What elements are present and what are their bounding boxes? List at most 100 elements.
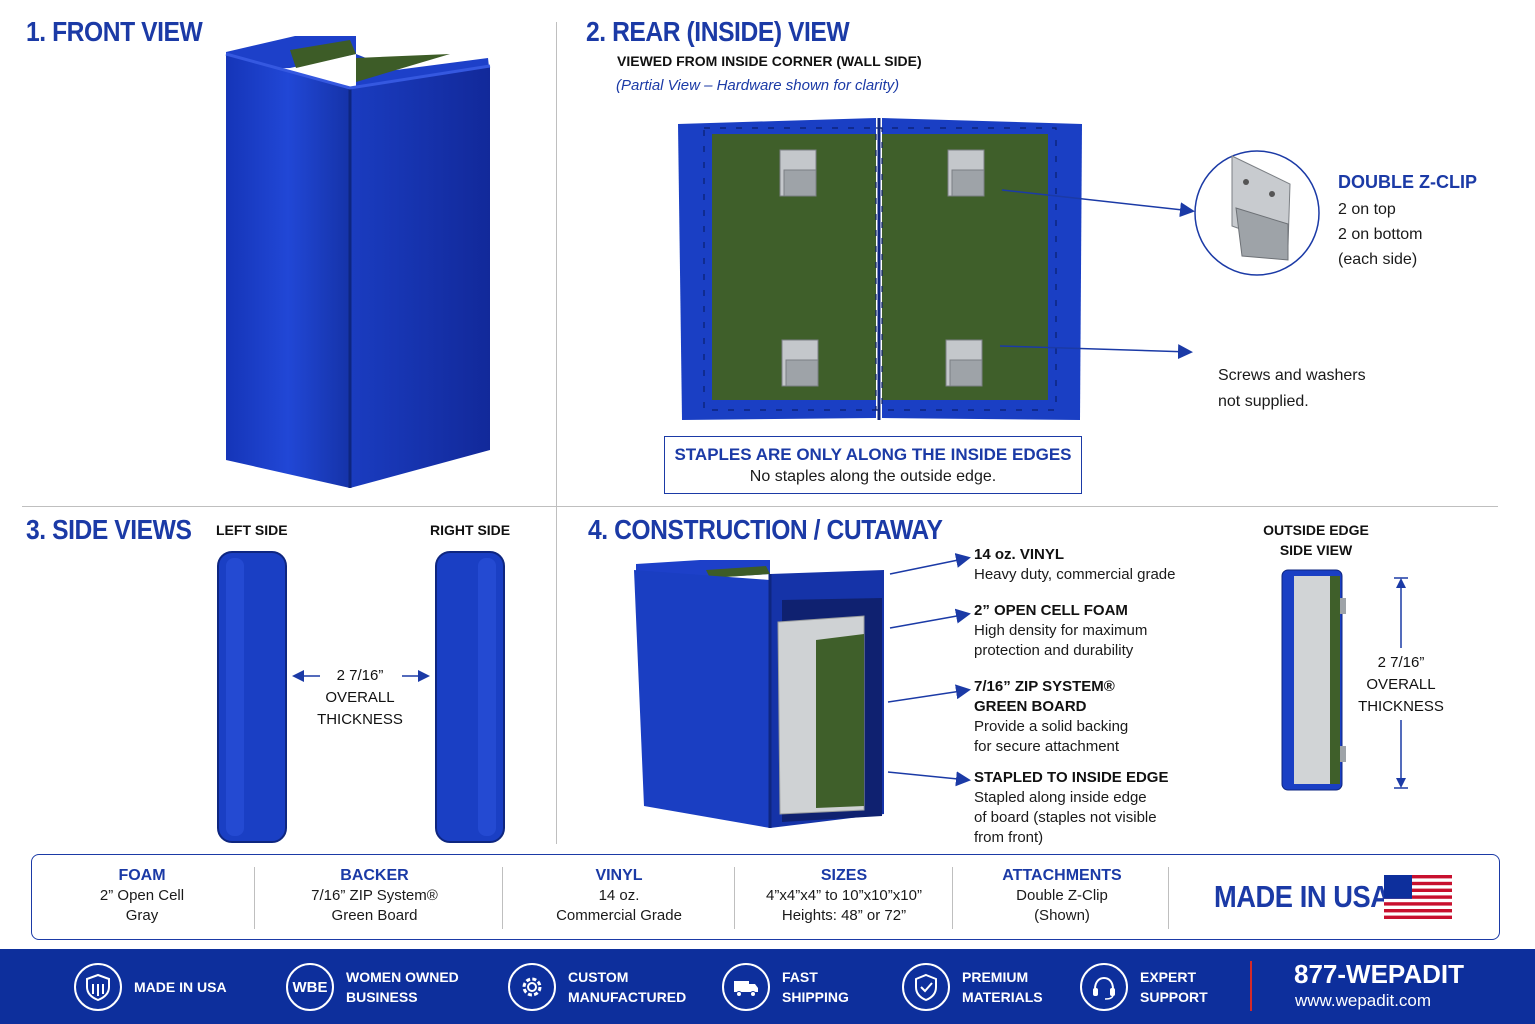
spec-backer-head: BACKER (340, 867, 409, 884)
footer-item-label: SUPPORT (1140, 989, 1208, 1005)
vinyl-body: Heavy duty, commercial grade (974, 566, 1176, 583)
footer-item-label: WOMEN OWNED (346, 969, 459, 985)
construction-vinyl: 14 oz. VINYL Heavy duty, commercial grad… (974, 545, 1175, 585)
edge-thickness-arrow (1394, 577, 1408, 789)
construction-staples: STAPLED TO INSIDE EDGE Stapled along ins… (974, 768, 1168, 848)
footer-phone[interactable]: 877-WEPADIT (1294, 959, 1464, 989)
footer-item-women-owned: WBE WOMEN OWNED BUSINESS (286, 961, 459, 1013)
rear-view-subtitle: VIEWED FROM INSIDE CORNER (WALL SIDE) (617, 53, 922, 69)
rear-view-title: 2. REAR (INSIDE) VIEW (586, 16, 850, 47)
spec-backer: BACKER 7/16” ZIP System® Green Board (282, 865, 467, 926)
footer-item-label: BUSINESS (346, 989, 418, 1005)
specs-box: FOAM 2” Open Cell Gray BACKER 7/16” ZIP … (31, 854, 1500, 940)
staples-head: STAPLED TO INSIDE EDGE (974, 769, 1169, 786)
edge-side-view-image (1281, 569, 1346, 791)
spec-sizes-line2: Heights: 48” or 72” (781, 907, 907, 924)
staples-body2: of board (staples not visible (974, 809, 1157, 826)
spec-sizes-head: SIZES (820, 867, 868, 884)
screws-note-line1: Screws and washers (1218, 367, 1366, 384)
horizontal-divider (22, 506, 1498, 507)
side-dim-value: 2 7/16” (336, 667, 384, 684)
left-side-label: LEFT SIDE (216, 522, 288, 538)
truck-icon (722, 963, 770, 1011)
z-clip-line3: (each side) (1338, 251, 1418, 268)
z-clip-line1: 2 on top (1338, 201, 1396, 218)
foam-body1: High density for maximum (974, 622, 1148, 639)
spec-sizes: SIZES 4”x4”x4” to 10”x10”x10” Heights: 4… (744, 865, 944, 926)
rear-view-panel-image (678, 118, 1082, 420)
footer-website-link[interactable]: www.wepadit.com (1295, 991, 1432, 1010)
footer-item-label: CUSTOM (568, 969, 629, 985)
spec-separator (1168, 867, 1169, 929)
footer-item-label: MADE IN USA (134, 979, 227, 995)
staples-note-body: No staples along the outside edge. (749, 468, 997, 485)
edge-dim-label1: OVERALL (1366, 676, 1436, 693)
footer-item-label: PREMIUM (962, 969, 1029, 985)
spec-vinyl-line2: Commercial Grade (556, 907, 682, 924)
spec-separator (502, 867, 503, 929)
staples-body3: from front) (974, 829, 1044, 846)
front-view-corner-guard-image (225, 36, 491, 488)
staples-note-box: STAPLES ARE ONLY ALONG THE INSIDE EDGES … (664, 436, 1082, 494)
right-side-label: RIGHT SIDE (430, 522, 511, 538)
edge-view-title1: OUTSIDE EDGE (1263, 522, 1369, 538)
spec-backer-line2: Green Board (331, 907, 418, 924)
board-body1: Provide a solid backing (974, 718, 1129, 735)
side-dim-label1: OVERALL (325, 689, 395, 706)
front-view-title: 1. FRONT VIEW (26, 16, 203, 47)
spec-foam-head: FOAM (118, 867, 166, 884)
footer-item-label: EXPERT (1140, 969, 1197, 985)
footer-item-shipping: FAST SHIPPING (722, 961, 849, 1013)
staples-body1: Stapled along inside edge (974, 789, 1147, 806)
construction-foam: 2” OPEN CELL FOAM High density for maxim… (974, 601, 1147, 661)
rear-view-arrows (999, 189, 1195, 360)
wbe-icon-text: WBE (292, 978, 328, 996)
footer-bar: MADE IN USA WBE WOMEN OWNED BUSINESS CUST… (0, 949, 1535, 1024)
side-views-title: 3. SIDE VIEWS (26, 514, 192, 545)
vertical-divider (556, 22, 557, 844)
foam-head: 2” OPEN CELL FOAM (974, 602, 1128, 619)
wbe-icon: WBE (286, 963, 334, 1011)
footer-item-label: MANUFACTURED (568, 989, 687, 1005)
z-clip-title: DOUBLE Z-CLIP (1338, 172, 1477, 192)
footer-item-materials: PREMIUM MATERIALS (902, 961, 1043, 1013)
spec-foam-line1: 2” Open Cell (99, 887, 185, 904)
edge-dim-label2: THICKNESS (1358, 698, 1444, 715)
spec-vinyl-line1: 14 oz. (598, 887, 640, 904)
spec-attachments-line2: (Shown) (1034, 907, 1090, 924)
shield-check-icon (902, 963, 950, 1011)
board-head2: GREEN BOARD (974, 698, 1087, 715)
side-thickness-arrows (292, 670, 430, 682)
vinyl-head: 14 oz. VINYL (974, 546, 1065, 563)
footer-item-label: FAST (782, 969, 818, 985)
spec-separator (734, 867, 735, 929)
staples-note-title: STAPLES ARE ONLY ALONG THE INSIDE EDGES (674, 445, 1072, 464)
construction-arrows (887, 553, 971, 787)
edge-dim-value: 2 7/16” (1377, 654, 1425, 671)
spec-separator (254, 867, 255, 929)
foam-body2: protection and durability (974, 642, 1134, 659)
spec-foam: FOAM 2” Open Cell Gray (62, 865, 222, 926)
spec-backer-line1: 7/16” ZIP System® (311, 887, 438, 904)
construction-title: 4. CONSTRUCTION / CUTAWAY (588, 514, 943, 545)
headset-icon (1080, 963, 1128, 1011)
spec-attachments-head: ATTACHMENTS (1002, 867, 1122, 884)
left-side-pad-image (217, 551, 287, 843)
footer-item-support: EXPERT SUPPORT (1080, 961, 1208, 1013)
construction-board: 7/16” ZIP SYSTEM® GREEN BOARD Provide a … (974, 677, 1128, 757)
gear-icon (508, 963, 556, 1011)
spec-foam-line2: Gray (125, 907, 159, 924)
board-head1: 7/16” ZIP SYSTEM® (974, 678, 1115, 695)
usa-shield-icon (74, 963, 122, 1011)
right-side-pad-image (435, 551, 505, 843)
spec-vinyl-head: VINYL (595, 867, 643, 884)
footer-item-custom: CUSTOM MANUFACTURED (508, 961, 686, 1013)
footer-item-label: MATERIALS (962, 989, 1043, 1005)
spec-vinyl: VINYL 14 oz. Commercial Grade (534, 865, 704, 926)
board-body2: for secure attachment (974, 738, 1120, 755)
made-in-usa-label: MADE IN USA (1214, 879, 1390, 914)
rear-view-note: (Partial View – Hardware shown for clari… (616, 77, 900, 94)
edge-view-title2: SIDE VIEW (1279, 542, 1353, 558)
spec-separator (952, 867, 953, 929)
footer-item-label: SHIPPING (782, 989, 849, 1005)
